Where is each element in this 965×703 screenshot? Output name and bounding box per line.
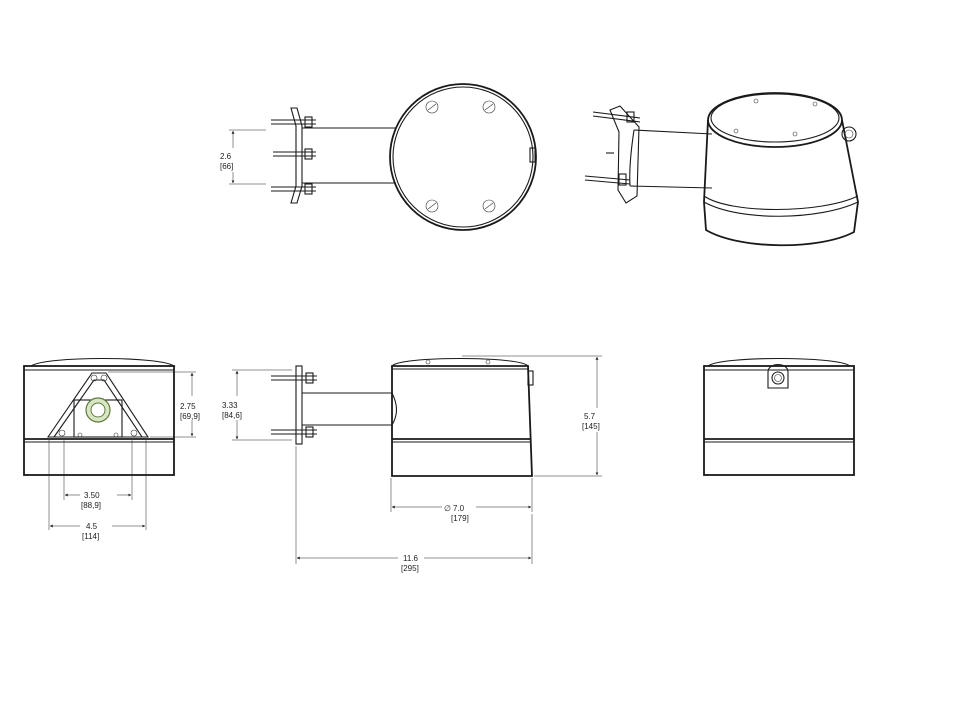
side-view: 3.33 [84,6] 5.7 [145] ∅ 7.0 [179] 11.6 […	[222, 355, 602, 573]
dim-housing-diameter-value: 7.0	[453, 504, 465, 513]
dim-front-bracket-height-value: 2.75	[180, 402, 196, 411]
dim-overall-length-metric: [295]	[401, 564, 419, 573]
dim-top-bolt-spacing-metric: [66]	[220, 162, 233, 171]
dim-overall-length-value: 11.6	[403, 554, 419, 563]
dim-overall-height-metric: [145]	[582, 422, 600, 431]
front-view: 3.50 [88,9] 4.5 [114] 2.75 [69,9]	[23, 357, 200, 541]
dim-front-bracket-height-metric: [69,9]	[180, 412, 200, 421]
dim-front-bolt-spacing-value: 3.50	[84, 491, 100, 500]
dim-front-bolt-spacing-metric: [88,9]	[81, 501, 101, 510]
dim-side-arm-height-value: 3.33	[222, 401, 238, 410]
dim-overall-height-value: 5.7	[584, 412, 596, 421]
top-view: 2.6 [66]	[220, 83, 537, 231]
dim-front-bracket-width-metric: [114]	[82, 532, 99, 541]
dim-housing-diameter-metric: [179]	[451, 514, 469, 523]
dim-front-bracket-width-value: 4.5	[86, 522, 98, 531]
rear-view	[703, 357, 855, 476]
dim-housing-diameter-symbol: ∅	[444, 504, 451, 513]
dim-top-bolt-spacing-value: 2.6	[220, 152, 232, 161]
dim-side-arm-height-metric: [84,6]	[222, 411, 242, 420]
isometric-view	[584, 92, 859, 247]
